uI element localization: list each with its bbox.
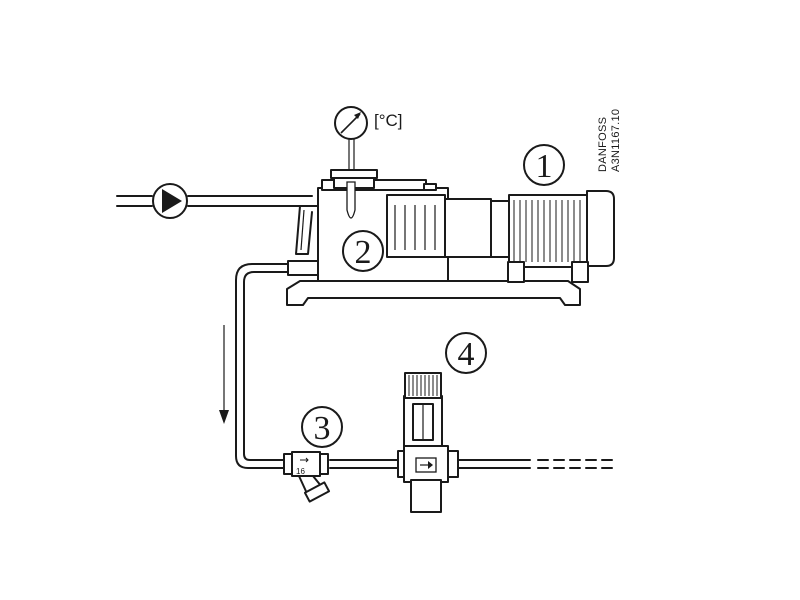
- callout-valve-number: 4: [458, 336, 475, 373]
- callout-filter: 3: [301, 406, 343, 448]
- inlet-pipe: [116, 195, 313, 207]
- valve-body: [397, 372, 459, 513]
- callout-motor-number: 1: [536, 148, 553, 185]
- callout-valve: 4: [445, 332, 487, 374]
- arrow-right-icon: [415, 457, 437, 473]
- coupling-housing: [386, 194, 492, 258]
- arrow-down-icon: [219, 325, 229, 424]
- temperature-unit-label: [°C]: [374, 111, 403, 130]
- drawing-code-label: A3N1167.10: [610, 109, 622, 172]
- base-frame: [286, 280, 581, 306]
- callout-motor: 1: [523, 144, 565, 186]
- callout-compressor: 2: [342, 230, 384, 272]
- motor-cooling-fins: [513, 200, 581, 262]
- filter-body: [283, 451, 331, 503]
- callout-compressor-number: 2: [355, 234, 372, 271]
- return-pipe: [235, 263, 617, 469]
- thermometer-icon: [334, 106, 368, 182]
- motor-body: [490, 190, 615, 283]
- manufacturer-label: DANFOSS: [597, 117, 609, 172]
- callout-filter-number: 3: [314, 410, 331, 447]
- valve-knob-ribs: [408, 375, 438, 396]
- pump-icon: [152, 183, 188, 219]
- filter-marking: 16: [296, 467, 305, 476]
